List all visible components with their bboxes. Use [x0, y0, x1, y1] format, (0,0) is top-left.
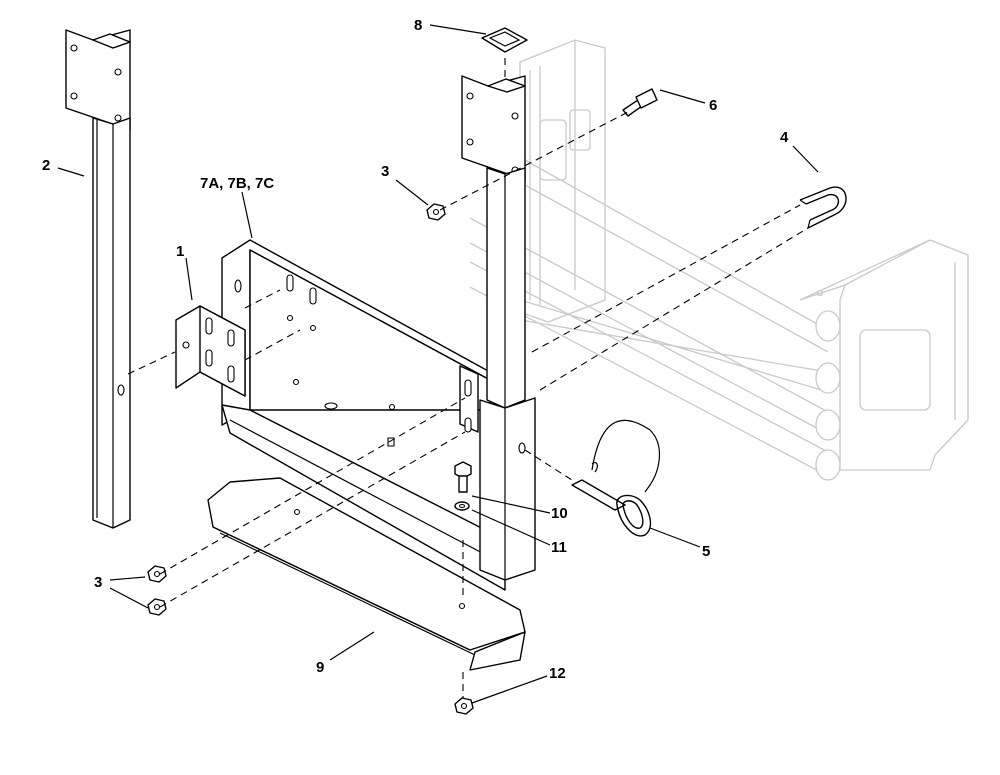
callout-8: 8: [414, 17, 422, 34]
callout-5: 5: [702, 543, 710, 560]
part-3-nut-bottom-2: [147, 598, 167, 616]
callout-12: 12: [549, 665, 566, 682]
tall-vertical-post: [459, 75, 536, 581]
part-1-clip-bracket: [175, 305, 246, 397]
part-2-square-post: [65, 29, 131, 529]
callout-labels: 1 2 3 3 4 5 6 7A, 7B, 7C 8 9 10 11 12: [42, 17, 789, 682]
leader-lines: [57, 24, 819, 704]
part-12-nut: [454, 697, 474, 715]
part-10-bolt: [454, 461, 472, 493]
callout-3-top: 3: [381, 163, 389, 180]
callout-7: 7A, 7B, 7C: [200, 175, 274, 192]
part-8-square-cap: [481, 27, 528, 53]
part-7-main-bracket: [221, 239, 506, 591]
part-6-bolt: [622, 88, 658, 117]
callout-10: 10: [551, 505, 568, 522]
part-5-lynch-pin: [571, 419, 661, 537]
part-4-u-bolt: [799, 186, 847, 229]
part-3-nut-bottom-1: [147, 565, 167, 583]
part-9-foot-plate: [207, 477, 526, 671]
ghost-frame: [469, 39, 969, 481]
part-3-nut-top: [426, 203, 446, 221]
assembly-lines: [127, 58, 809, 698]
part-11-washer: [454, 501, 470, 511]
callout-11: 11: [551, 539, 567, 556]
callout-4: 4: [780, 129, 789, 146]
callout-1: 1: [176, 243, 184, 260]
callout-3-bottom: 3: [94, 574, 102, 591]
callout-6: 6: [709, 97, 717, 114]
callout-2: 2: [42, 157, 50, 174]
callout-9: 9: [316, 659, 324, 676]
